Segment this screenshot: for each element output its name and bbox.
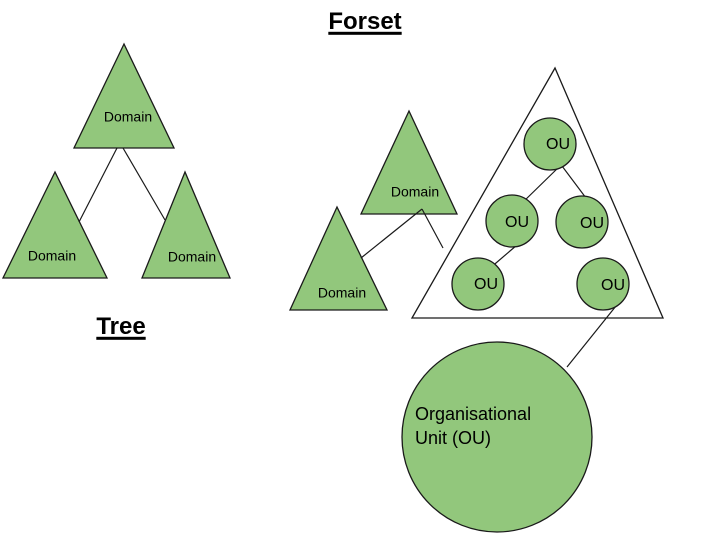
ou-circle-bottom-right <box>576 257 630 311</box>
ou-label-bottom-left: OU <box>474 276 498 294</box>
tree-root-domain-triangle <box>72 42 176 149</box>
forest-domain-connector-left <box>360 208 423 259</box>
forest-domain-label-lower: Domain <box>317 284 367 301</box>
forest-domain-triangle-lower <box>288 205 389 311</box>
ou-connector-top-to-midleft <box>520 164 562 205</box>
forest-domain-connector-right <box>421 208 444 249</box>
tree-root-domain-label: Domain <box>103 108 153 125</box>
ou-circle-top <box>523 117 577 171</box>
tree-connector-left <box>78 147 118 223</box>
ou-label-mid-right: OU <box>580 215 604 233</box>
ou-label-top: OU <box>546 136 570 154</box>
tree-child-domain-triangle-right <box>141 170 231 279</box>
ou-circle-mid-right <box>555 195 609 249</box>
ou-label-bottom-right: OU <box>601 277 625 295</box>
forest-domain-label-upper: Domain <box>390 183 440 200</box>
ou-circle-mid-left <box>485 194 539 248</box>
ou-label-mid-left: OU <box>505 214 529 232</box>
ou-to-orgunit-connector <box>566 305 617 368</box>
tree-connector-right <box>122 147 166 221</box>
organisational-unit-circle <box>401 341 593 533</box>
forest-domain-triangle-upper <box>359 109 459 215</box>
tree-caption: Tree <box>96 312 146 340</box>
organisational-unit-label: Organisational Unit (OU) <box>415 404 532 448</box>
ou-circle-bottom-left <box>451 257 505 311</box>
tree-child-domain-label-right: Domain <box>167 248 217 265</box>
tree-child-domain-label-left: Domain <box>27 247 77 264</box>
tree-child-domain-triangle-left <box>1 170 109 279</box>
forest-title: Forset <box>328 7 402 35</box>
forest-outline-triangle <box>410 66 664 319</box>
